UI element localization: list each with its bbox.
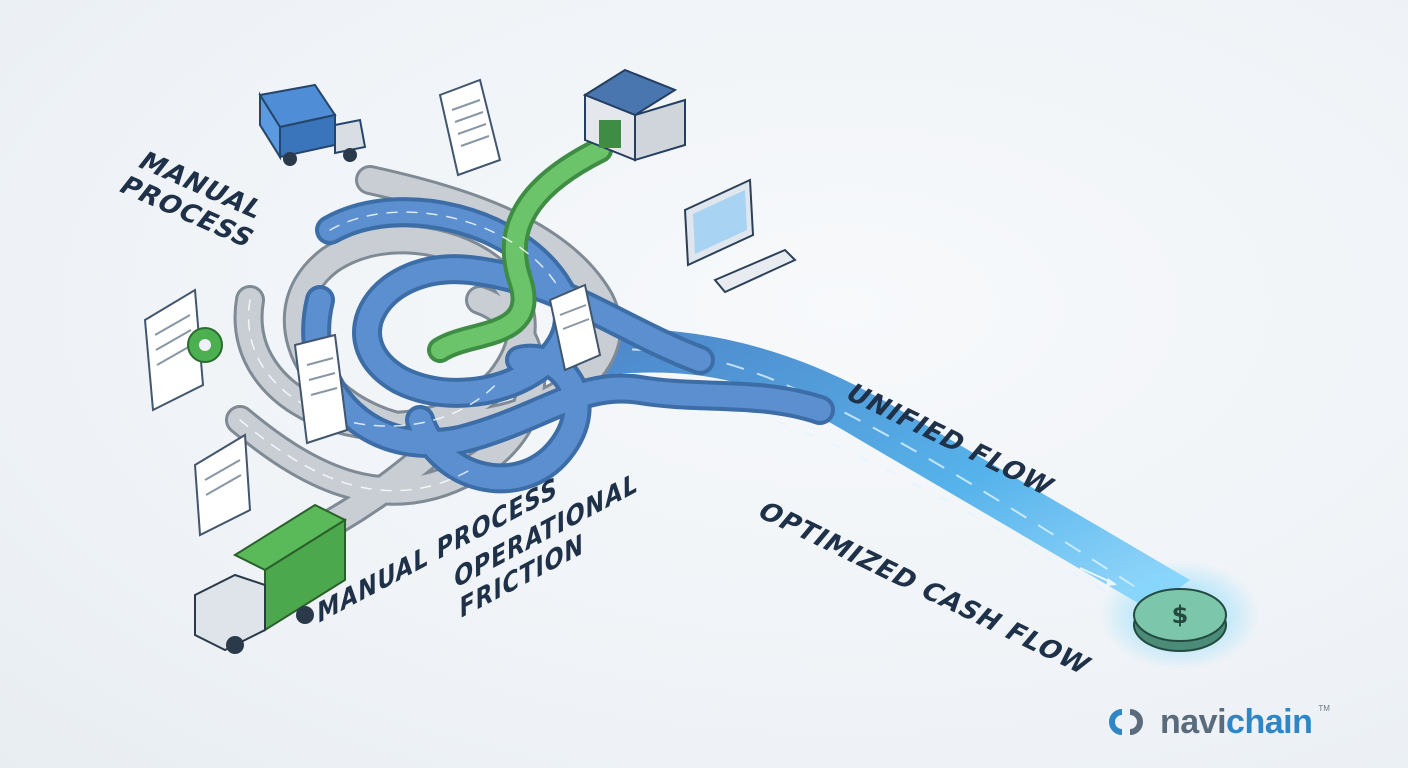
computer-icon [683,178,797,294]
document-icon [438,78,502,177]
truck-icon [258,83,367,166]
navichain-logo: navichain TM [1098,700,1330,744]
warehouse-icon [582,68,686,162]
trademark-mark: TM [1318,704,1330,713]
logo-text-navi: navi [1160,702,1227,741]
document-icon [143,288,205,412]
coin-icon: $ [1100,560,1260,670]
logo-text-chain: chain [1226,702,1313,741]
logo-wordmark: navichain [1160,702,1313,742]
document-icon [193,433,252,537]
truck-icon [194,503,348,654]
svg-text:$: $ [1172,601,1189,629]
gear-icon [187,327,223,363]
chain-link-icon [1109,709,1143,735]
document-icon [293,333,349,445]
document-icon [548,283,602,372]
